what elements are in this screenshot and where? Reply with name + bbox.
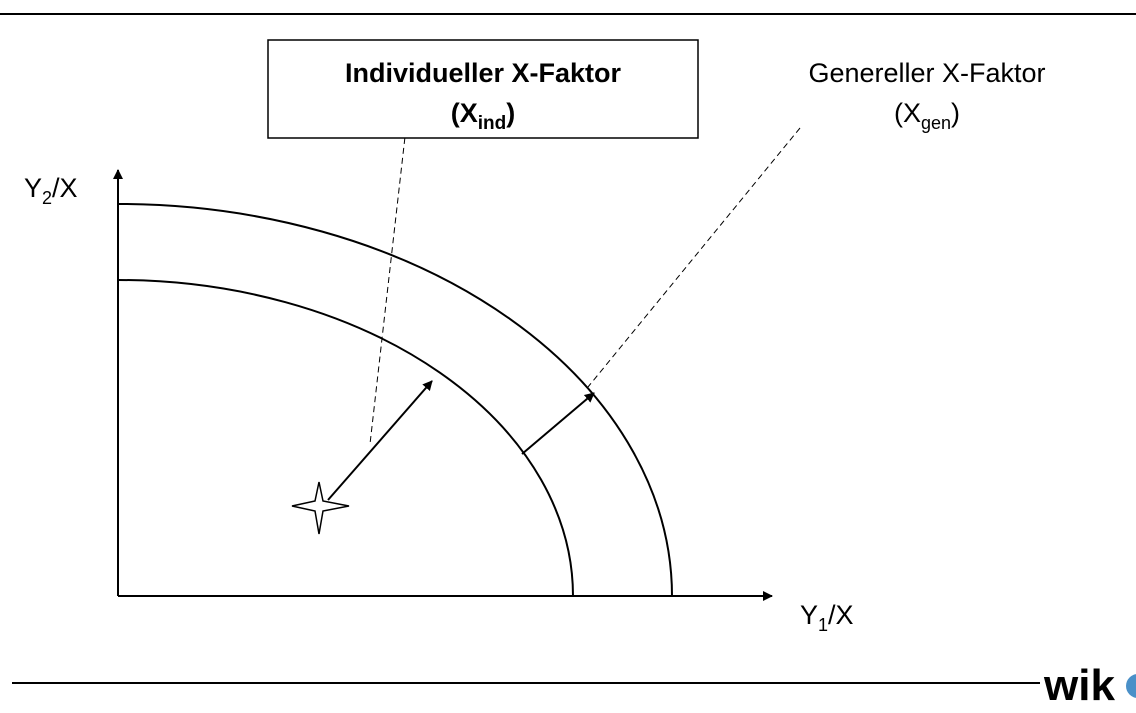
- wik-logo: wik: [1043, 661, 1115, 708]
- y-axis-label: Y2/X: [24, 173, 78, 208]
- individual-factor-symbol: (Xind): [451, 98, 516, 134]
- outer-frontier-curve: [117, 203, 673, 597]
- x-axis-label: Y1/X: [800, 600, 854, 635]
- general-shift-arrow: [521, 392, 595, 455]
- firm-position-star-icon: [291, 481, 350, 535]
- wik-logo-globe-icon: [1126, 674, 1136, 698]
- general-factor-symbol: (Xgen): [894, 98, 960, 133]
- inner-frontier-curve: [117, 279, 574, 597]
- individual-shift-arrow: [327, 380, 433, 501]
- individual-leader-line: [369, 127, 407, 445]
- individual-factor-box: [267, 39, 699, 139]
- general-leader-line: [587, 127, 801, 388]
- general-factor-title: Genereller X-Faktor: [808, 58, 1045, 88]
- individual-factor-title: Individueller X-Faktor: [345, 58, 622, 88]
